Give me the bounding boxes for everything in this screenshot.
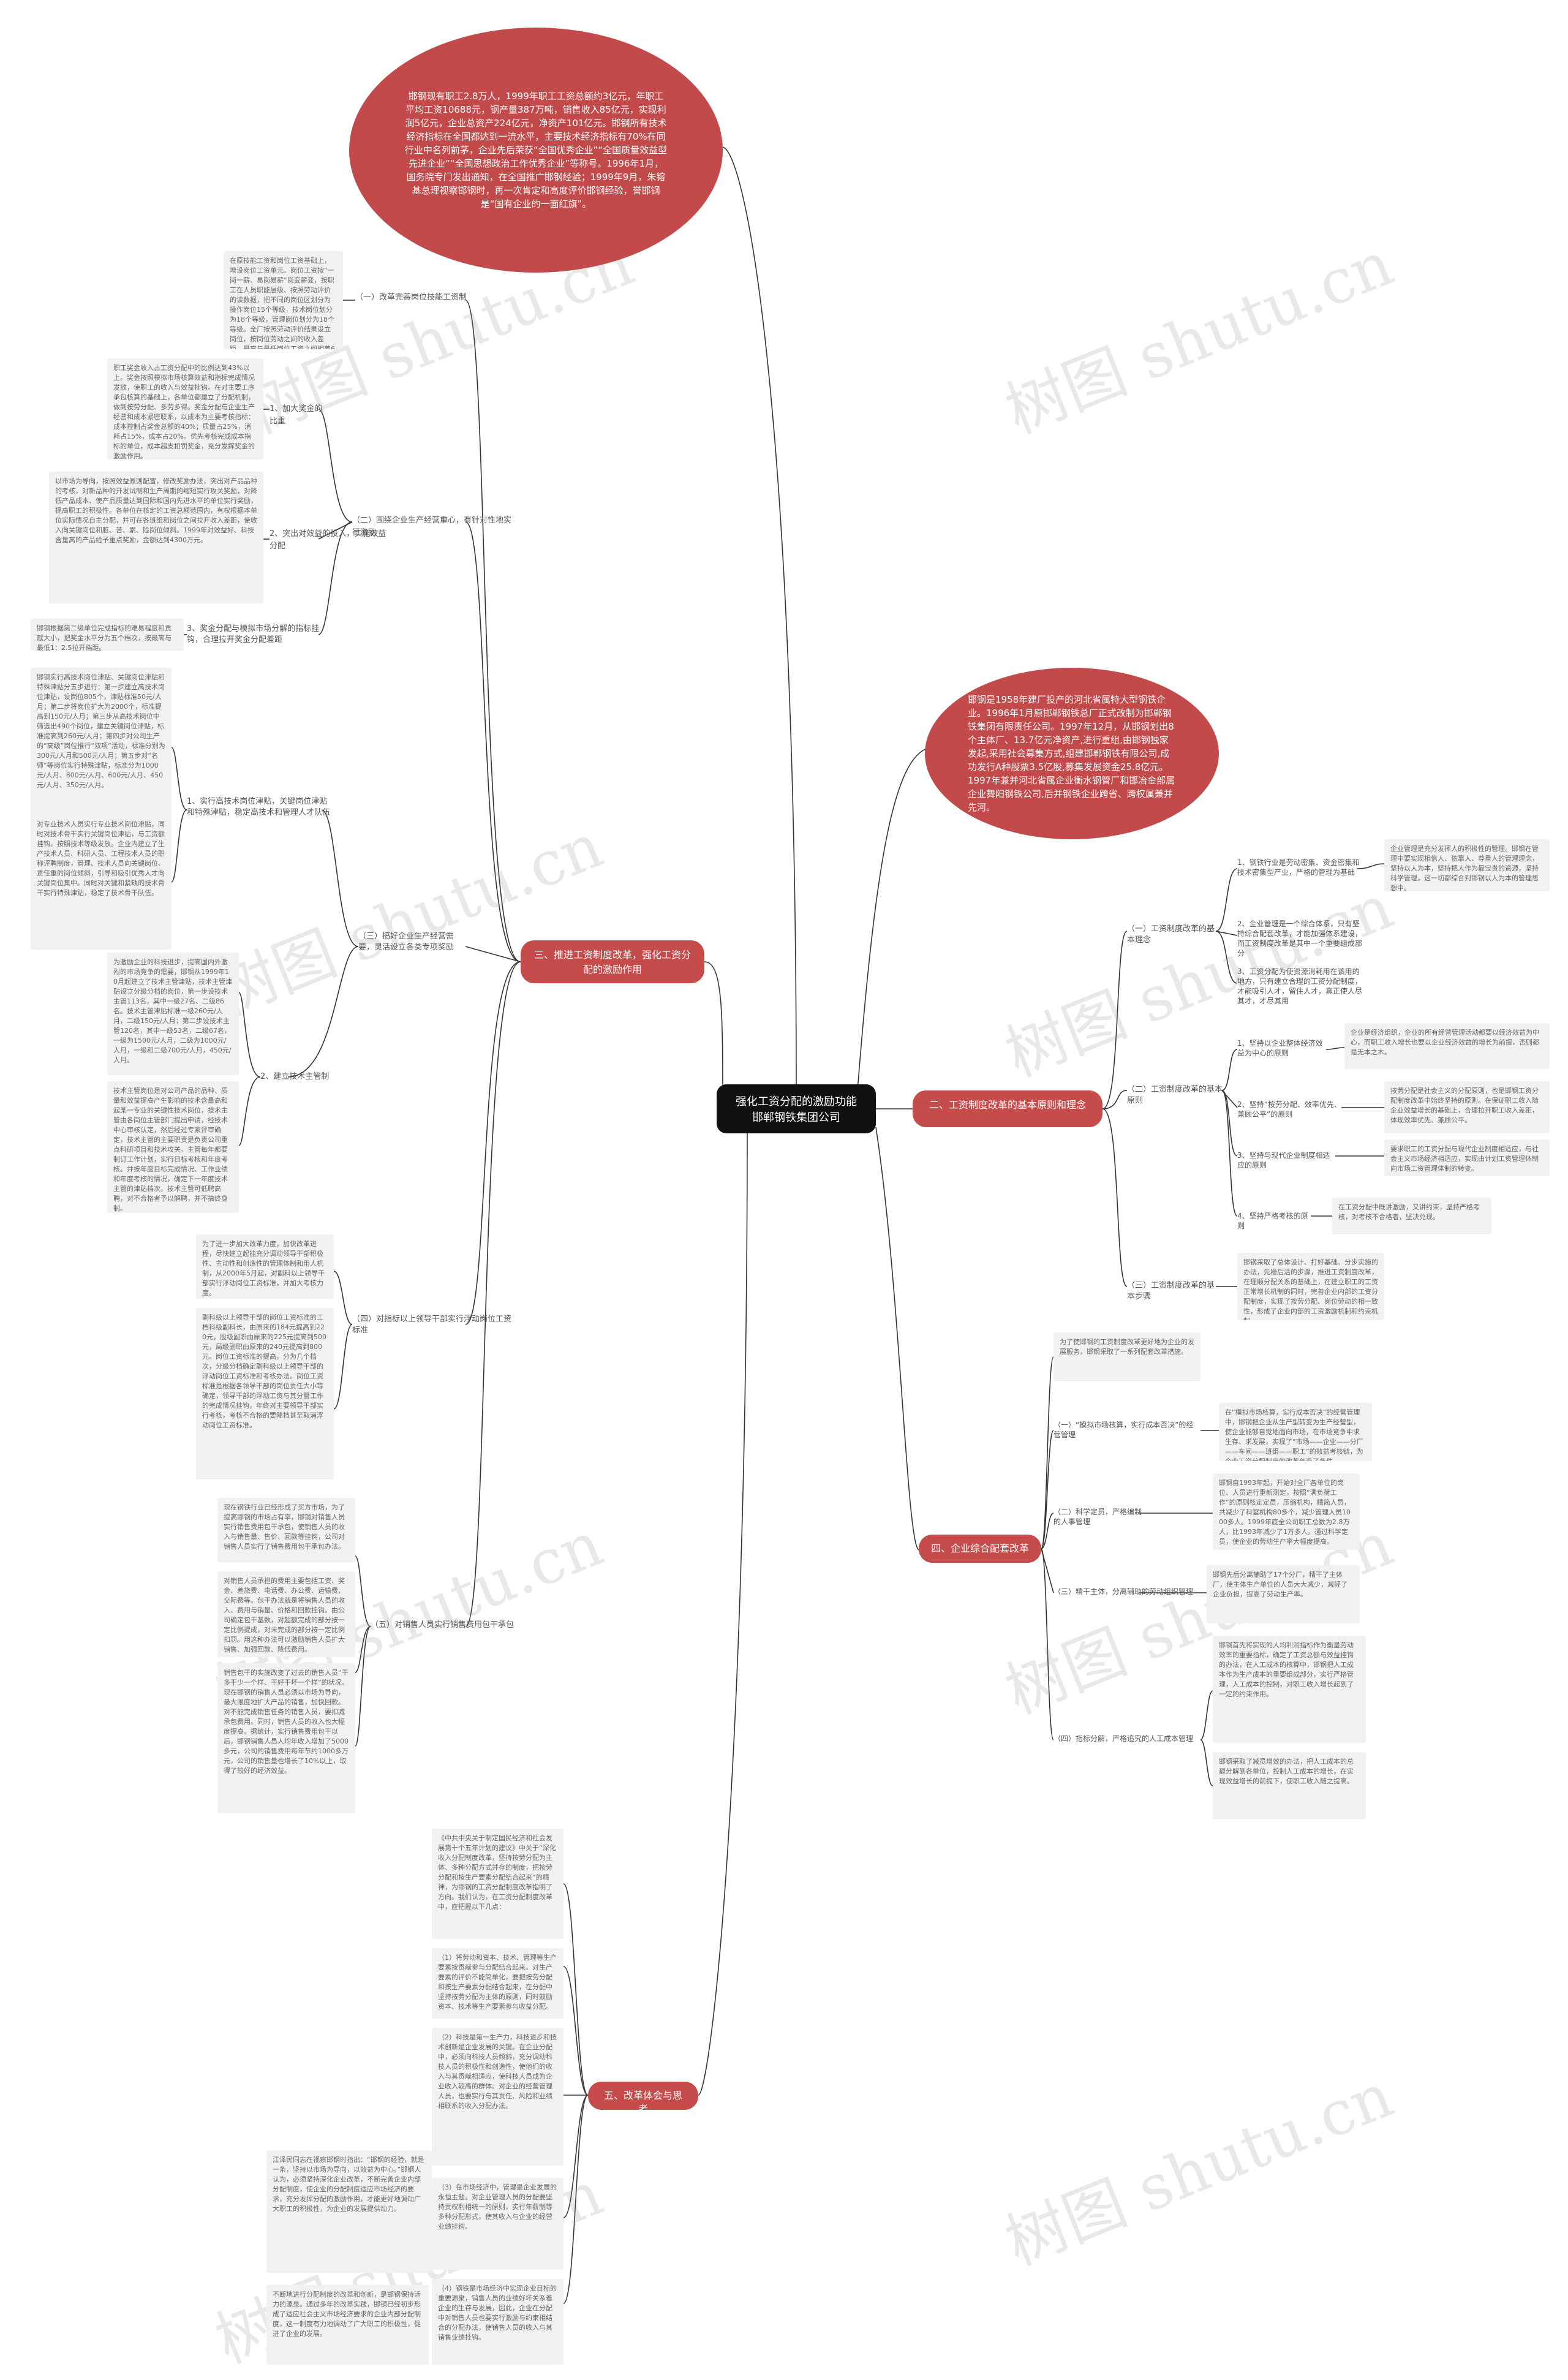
item-efficiency[interactable]: 2、突出对效益的投入，实施效益分配: [270, 529, 386, 551]
sub-four-label[interactable]: （四）对指标以上领导干部实行浮动岗位工资标准: [352, 1315, 512, 1335]
item-indicator-link[interactable]: 3、奖金分配与模拟市场分解的指标挂钩，合理拉开奖金分配差距: [187, 624, 320, 644]
note-three: 以市场为导向，按照效益原则配置，修改奖励办法，突出对产品品种的考核，对新品种的开…: [49, 472, 263, 603]
item-tech-supervisor[interactable]: 2、建立技术主管制: [260, 1072, 330, 1081]
branch-five[interactable]: 五、改革体会与思考: [588, 2082, 698, 2115]
five-note-three-sub: 江泽民同志在视察邯钢时指出：“邯钢的经验，就是一条，坚持以市场为导向，以效益为中…: [266, 2150, 432, 2273]
four-note-one: 在“模拟市场核算，实行成本否决”的经营管理中，邯钢把企业从生产型转变为生产经营型…: [1219, 1403, 1372, 1461]
sub-two-label[interactable]: （二）围绕企业生产经营重心，有针对性地实行激励: [352, 516, 512, 537]
concept-two[interactable]: 2、企业管理是一个综合体系，只有坚持综合配套改革，才能加强体系建设，而工资制度改…: [1237, 920, 1363, 958]
branch-two[interactable]: 二、工资制度改革的基本原则和理念: [913, 1090, 1102, 1127]
five-note-zero: 《中共中央关于制定国民经济和社会发展第十个五年计划的建议》中关于“深化收入分配制…: [432, 1829, 564, 1939]
summary-bubble-right[interactable]: 邯钢是1958年建厂投产的河北省属特大型钢铁企业。1996年1月原邯郸钢铁总厂正…: [925, 668, 1219, 839]
note-four: 邯钢根据第二级单位完成指标的难易程度和贡献大小，把奖金水平分为五个档次，按最高与…: [31, 619, 184, 651]
step-note: 邯钢采取了总体设计、打好基础、分步实施的办法，先稳后活的步骤，推进工资制度改革，…: [1237, 1253, 1384, 1320]
principle-four[interactable]: 4、坚持严格考核的原则: [1237, 1212, 1308, 1230]
four-sub-two[interactable]: （二）科学定员，严格编制的人事管理: [1054, 1508, 1142, 1526]
four-note-five: 邯钢采取了减员增效的办法，把人工成本的总额分解到各单位，控制人工成本的增长，在实…: [1213, 1752, 1366, 1819]
note-seven: 为激励企业的科技进步，提高国内外激烈的市场竞争的需要，邯钢从1999年10月起建…: [107, 953, 239, 1075]
principle-two-note: 按劳分配是社会主义的分配原则，也是邯钢工资分配制度改革中始终坚持的原则。在保证职…: [1384, 1081, 1550, 1133]
four-sub-four[interactable]: （四）指标分解，严格追究的人工成本管理: [1054, 1734, 1194, 1743]
link-root-three: [704, 961, 723, 1109]
principle-four-note: 在工资分配中既讲激励，又讲约束，坚持严格考核，对考核不合格者，坚决兑现。: [1332, 1198, 1491, 1234]
summary-bubble-top[interactable]: 邯钢现有职工2.8万人，1999年职工工资总额约3亿元，年职工平均工资10688…: [349, 28, 723, 273]
note-five: 邯钢实行高技术岗位津贴、关键岗位津贴和特殊津贴分五步进行：第一步建立高技术岗位津…: [31, 668, 172, 827]
five-note-three: （3）在市场经济中，管理是企业发展的永恒主题。对企业管理人员的分配要坚持责权利相…: [432, 2178, 564, 2270]
note-nine: 为了进一步加大改革力度，加快改革进程，尽快建立起能充分调动领导干部积极性、主动性…: [196, 1234, 334, 1299]
item-allowance[interactable]: 1、实行高技术岗位津贴，关键岗位津贴和特殊津贴，稳定高技术和管理人才队伍: [187, 797, 331, 817]
principle-one-note: 企业是经济组织，企业的所有经营管理活动都要以经济效益为中心，而职工收入增长也要以…: [1344, 1023, 1550, 1069]
principle-three[interactable]: 3、坚持与现代企业制度相适应的原则: [1237, 1151, 1330, 1169]
note-two: 职工奖金收入占工资分配中的比例达到43%以上。奖金按照模拟市场核算效益和指标完成…: [107, 358, 263, 459]
link-root-five: [698, 1127, 748, 2096]
four-sub-three[interactable]: （三）精干主体，分离辅助的劳动组织管理: [1054, 1587, 1194, 1596]
note-thirteen: 销售包干的实施改变了过去的销售人员“干多干少一个样、干好干坏一个样”的状况。现在…: [217, 1663, 355, 1813]
principle-three-note: 要求职工的工资分配与现代企业制度相适应，与社会主义市场经济相适应，实现由计划工资…: [1384, 1139, 1550, 1176]
link-root-right: [857, 747, 932, 1091]
note-one: 在原技能工资和岗位工资基础上，增设岗位工资单元。岗位工资按“一岗一薪、易岗易薪”…: [224, 251, 343, 349]
note-six: 对专业技术人员实行专业技术岗位津贴，同时对技术骨干实行关键岗位津贴，与工资额挂钩…: [31, 815, 172, 950]
four-note-three: 邯钢先后分离辅助了17个分厂，精干了主体厂，使主体生产单位的人员大大减少，减轻了…: [1207, 1565, 1360, 1623]
principle-sub-two[interactable]: （二）工资制度改革的基本原则: [1127, 1085, 1223, 1105]
sub-three-label[interactable]: （三）搞好企业生产经营需要，灵活设立各类专项奖励: [358, 932, 454, 952]
principle-two[interactable]: 2、坚持“按劳分配、效率优先、兼顾公平”的原则: [1237, 1100, 1341, 1119]
concept-one[interactable]: 1、钢铁行业是劳动密集、资金密集和技术密集型产业，严格的管理为基础: [1237, 858, 1360, 877]
note-eight: 技术主管岗位是对公司产品的品种、质量和效益提高产生影响的技术含量高和起某一专业的…: [107, 1081, 239, 1213]
note-ten: 副科级以上领导干部的岗位工资标准的工档科级副科长，由原来的184元提高到220元…: [196, 1308, 334, 1479]
note-twelve: 对销售人员承担的费用主要包括工资、奖金、差旅费、电话费、办公费、运输费、交际费等…: [217, 1571, 355, 1657]
sub-five-label[interactable]: （五）对销售人员实行销售费用包干承包: [371, 1620, 514, 1630]
five-note-five: 不断地进行分配制度的改革和创新，是邯钢保持活力的源泉。通过多年的改革实践，邯钢已…: [266, 2285, 429, 2365]
concept-three[interactable]: 3、工资分配为使资源消耗用在该用的地方，只有建立合理的工资分配制度，才能吸引人才…: [1237, 967, 1363, 1005]
root-topic[interactable]: 强化工资分配的激励功能 邯郸钢铁集团公司: [717, 1084, 876, 1133]
concept-one-note: 企业管理是充分发挥人的积极性的管理。邯钢在管理中要实现相信人、依靠人、尊重人的管…: [1384, 839, 1550, 891]
principle-one[interactable]: 1、坚持以企业整体经济效益为中心的原则: [1237, 1039, 1323, 1057]
four-sub-one[interactable]: （一）“模拟市场核算，实行成本否决”的经营管理: [1054, 1421, 1194, 1439]
note-eleven: 现在钢铁行业已经形成了买方市场，为了提高邯钢的市场占有率，邯钢对销售人员实行销售…: [217, 1498, 355, 1562]
five-note-four: （4）钢铁是市场经济中实现企业目标的重要源泉，销售人员的业绩好坏关系着企业的生存…: [432, 2279, 564, 2365]
five-note-two: （2）科技是第一生产力，科技进步和技术创新是企业发展的关键。在企业分配中，必须向…: [432, 2028, 564, 2166]
branch-three[interactable]: 三、推进工资制度改革，强化工资分配的激励作用: [521, 940, 704, 983]
link-root-four: [875, 1127, 919, 1551]
four-note-two: 邯钢自1993年起，开始对全厂各单位的岗位、人员进行重新测定，按照“满负荷工作”…: [1213, 1473, 1360, 1550]
five-note-one: （1）将劳动和资本、技术、管理等生产要素按贡献参与分配结合起来。对生产要素的评价…: [432, 1948, 564, 2019]
sub-one-label[interactable]: （一）改革完善岗位技能工资制: [355, 293, 467, 302]
principle-sub-three[interactable]: （三）工资制度改革的基本步骤: [1127, 1281, 1215, 1301]
four-intro: 为了使邯钢的工资制度改革更好地为企业的发展服务，邯钢采取了一系列配套改革措施。: [1054, 1332, 1200, 1381]
principle-sub-one[interactable]: （一）工资制度改革的基本理念: [1127, 924, 1215, 945]
branch-four[interactable]: 四、企业综合配套改革: [919, 1535, 1041, 1563]
four-note-four: 邯钢首先将实现的人均利润指标作为衡量劳动效率的重要指标，确定了工资总额与效益挂钩…: [1213, 1636, 1366, 1743]
link-root-top: [722, 146, 797, 1091]
item-bonus-ratio[interactable]: 1、加大奖金的比重: [270, 404, 323, 426]
